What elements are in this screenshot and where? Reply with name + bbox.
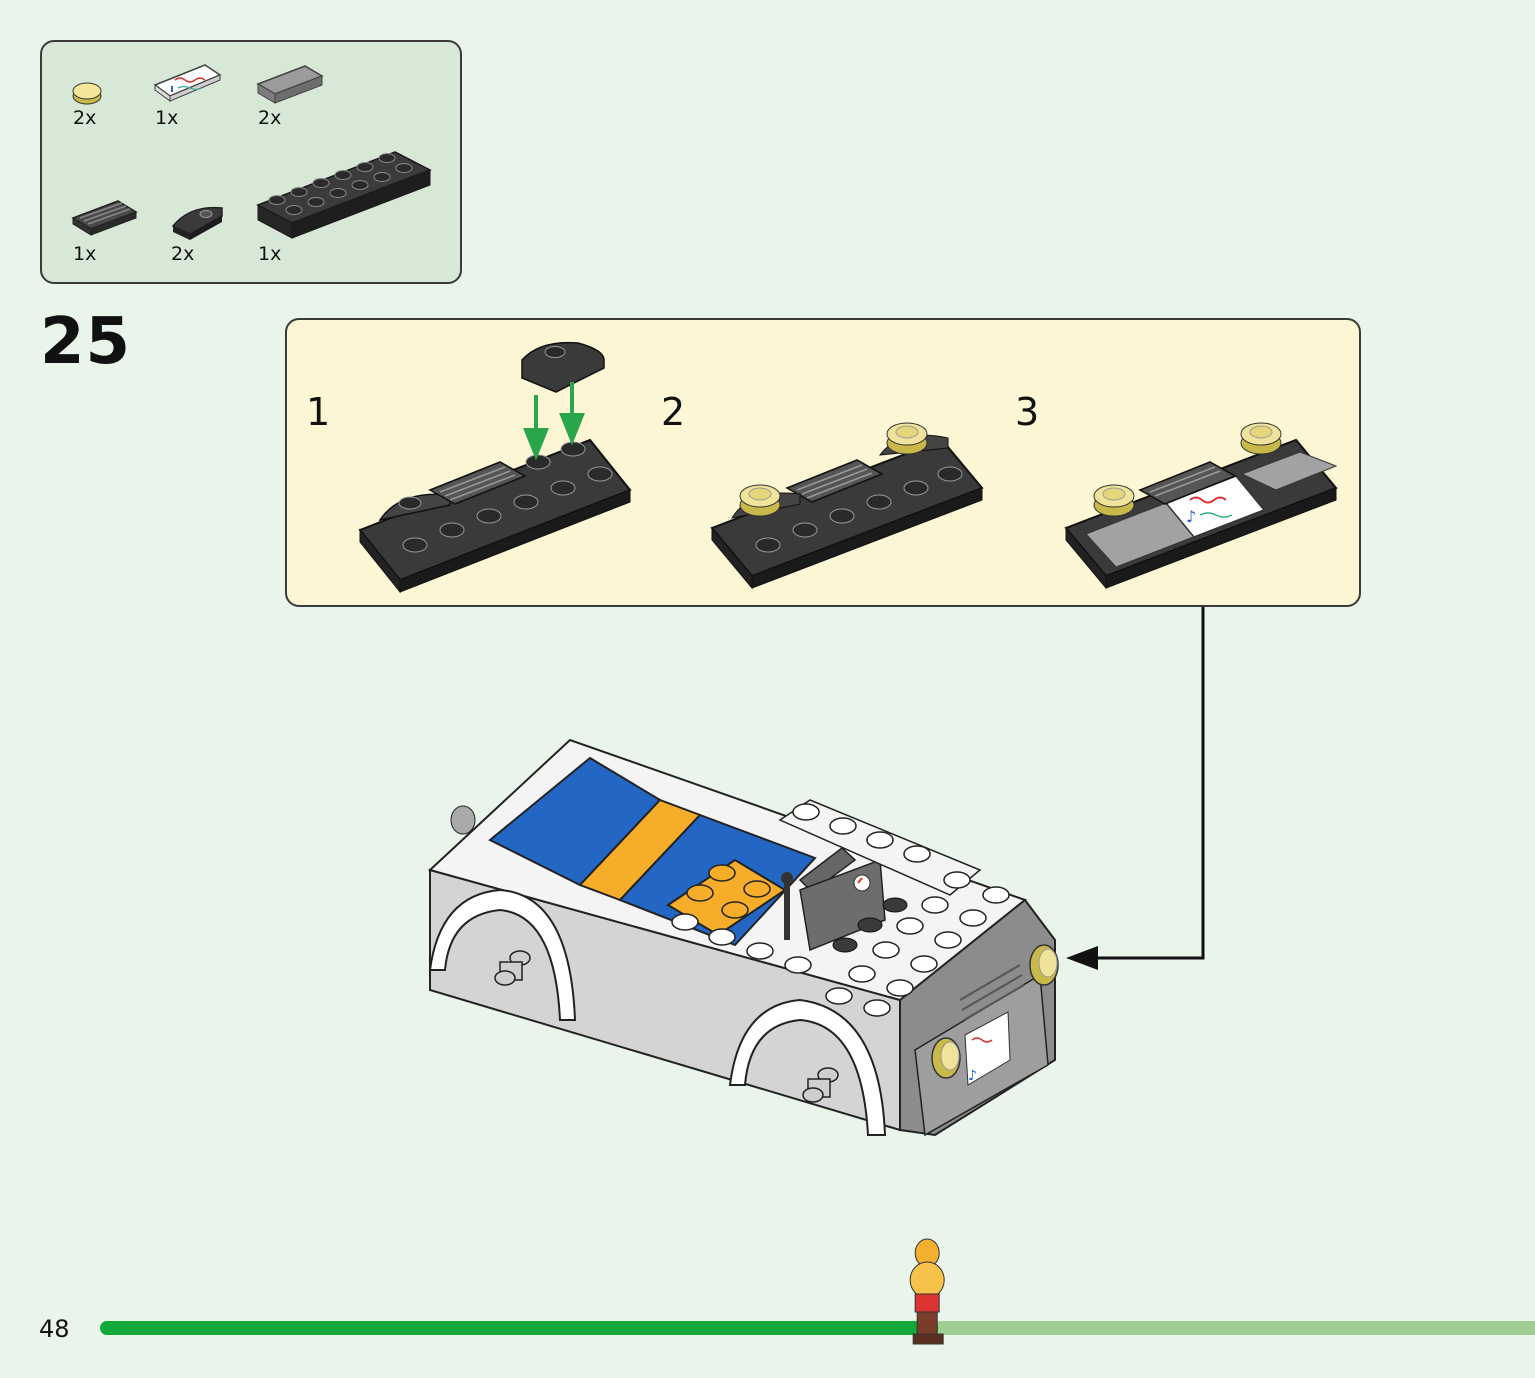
part-quantity: 2x [171,243,195,265]
part-quantity: 1x [73,243,97,265]
part-quantity: 2x [73,107,97,129]
part-quantity: 1x [155,107,179,129]
substep-number: 2 [661,390,686,434]
character-progress-marker [909,1238,945,1345]
part-quantity: 1x [258,243,282,265]
svg-text:♪: ♪ [1186,507,1196,526]
printed-tile-icon [153,64,222,102]
grille-tile-icon [71,200,138,236]
arrow-down-icon [523,382,585,461]
main-model-car: ♪ [428,738,1059,1137]
substep-number: 3 [1015,390,1040,434]
svg-text:♪: ♪ [968,1068,977,1084]
yellow-stud [886,422,928,455]
grey-tile-icon [256,65,324,104]
substep-1-illustration [358,341,632,594]
substep-number: 1 [306,390,331,434]
page-number: 48 [39,1315,70,1343]
yellow-stud [1093,484,1135,517]
part-quantity: 2x [258,107,282,129]
step-number: 25 [40,305,132,379]
substep-3-illustration: ♪ [1064,422,1338,590]
substep-2-illustration [710,422,984,590]
round-tile-icon [72,82,102,105]
plate-2x6-icon [256,151,432,239]
yellow-stud [739,484,781,517]
rounded-plate-icon [171,206,223,240]
callout-arrow [1066,607,1205,970]
yellow-stud [1240,422,1282,455]
